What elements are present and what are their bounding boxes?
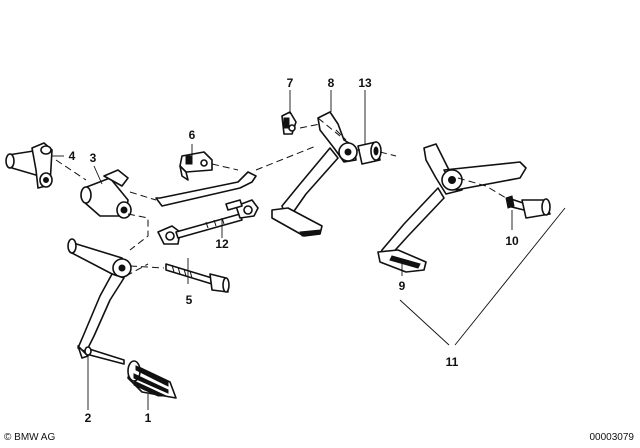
callout-2: 2	[85, 411, 92, 425]
part-9-foot-brake-lever	[377, 143, 527, 273]
callout-3: 3	[90, 151, 97, 165]
part-10-bolt	[505, 195, 551, 219]
callout-7: 7	[287, 76, 294, 90]
callout-5: 5	[186, 293, 193, 307]
part-5-bolt	[165, 263, 230, 293]
part-13-bushing	[357, 141, 382, 165]
part-7-grease-nipple	[281, 111, 297, 135]
callout-12: 12	[215, 237, 229, 251]
leader-lines	[52, 90, 566, 410]
part-8-brake-lever	[271, 111, 358, 237]
part-6-bracket	[179, 151, 213, 181]
figure-id: 00003079	[589, 432, 635, 443]
callout-10: 10	[505, 234, 519, 248]
callout-11: 11	[446, 355, 459, 369]
part-link-rod	[155, 171, 257, 207]
assembly-lines	[55, 117, 507, 277]
part-3-bearing-holder	[80, 169, 132, 219]
part-4-footrest-pin	[5, 142, 53, 189]
part-shift-lever	[67, 238, 132, 359]
callout-8: 8	[328, 76, 335, 90]
copyright-text: © BMW AG	[4, 432, 56, 443]
callout-6: 6	[189, 128, 196, 142]
callout-labels: 1 2 3 4 5 6 7 8 9 10 11 12 13	[69, 76, 519, 425]
callout-13: 13	[358, 76, 372, 90]
part-12-linkage	[157, 199, 259, 245]
callout-1: 1	[145, 411, 152, 425]
part-2-pin	[84, 346, 125, 365]
callout-9: 9	[399, 279, 406, 293]
part-1-shift-rubber	[127, 360, 177, 399]
callout-4: 4	[69, 149, 76, 163]
